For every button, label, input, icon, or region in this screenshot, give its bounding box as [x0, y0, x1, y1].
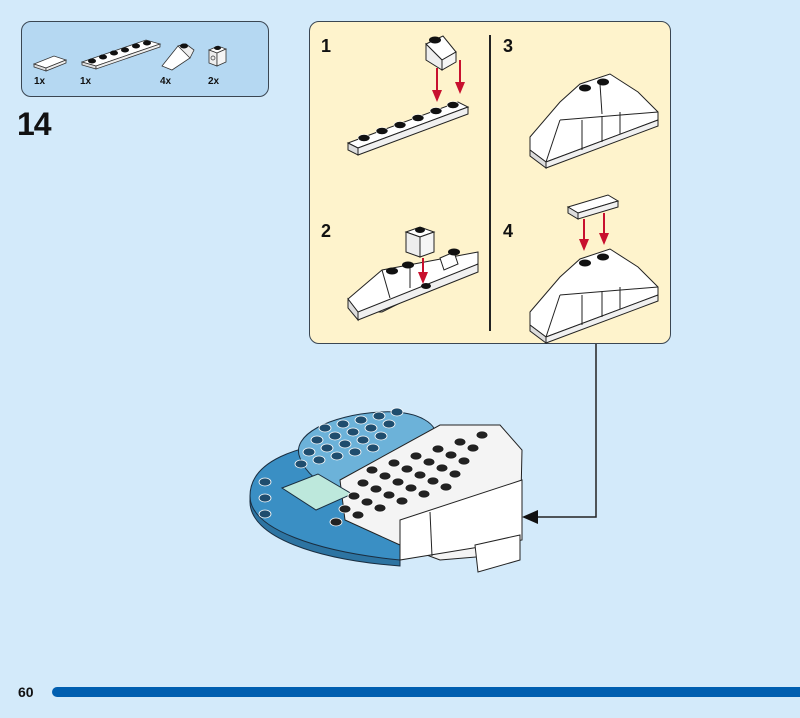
- stud: [395, 496, 409, 506]
- stud: [310, 435, 324, 445]
- substep-4-illustration: [529, 194, 659, 344]
- stud: [351, 510, 365, 520]
- page-progress-bar: [52, 687, 800, 697]
- stud: [417, 489, 431, 499]
- stud: [390, 407, 404, 417]
- part-qty-plate: 1x: [80, 76, 92, 87]
- stud: [354, 415, 368, 425]
- page-number: 60: [18, 684, 34, 700]
- substep-2-illustration: [347, 226, 479, 322]
- stud: [373, 503, 387, 513]
- stud: [400, 464, 414, 474]
- callout-divider: [489, 35, 491, 331]
- stud: [444, 450, 458, 460]
- stud: [475, 430, 489, 440]
- stud: [378, 471, 392, 481]
- stud: [387, 458, 401, 468]
- stud: [294, 459, 308, 469]
- stud: [439, 482, 453, 492]
- stud: [435, 463, 449, 473]
- part-qty-tile: 1x: [34, 76, 46, 87]
- stud: [348, 447, 362, 457]
- stud: [318, 423, 332, 433]
- stud: [453, 437, 467, 447]
- white-brick-1x1-icon: [207, 45, 228, 67]
- stud: [320, 443, 334, 453]
- stud: [356, 435, 370, 445]
- stud: [404, 483, 418, 493]
- stud: [366, 443, 380, 453]
- stud: [409, 451, 423, 461]
- stud: [258, 493, 272, 503]
- white-tile-icon: [32, 55, 68, 72]
- stud: [382, 490, 396, 500]
- stud: [328, 431, 342, 441]
- substep-3-illustration: [529, 73, 659, 169]
- model-studs: [258, 407, 489, 527]
- substep-1-illustration: [346, 35, 470, 156]
- stud: [457, 456, 471, 466]
- stud: [330, 451, 344, 461]
- white-plate-1x6-icon: [80, 39, 162, 70]
- part-qty-slope: 4x: [160, 76, 172, 87]
- substep-number-3: 3: [503, 36, 514, 56]
- stud: [374, 431, 388, 441]
- stud: [426, 476, 440, 486]
- stud: [329, 517, 343, 527]
- stud: [466, 443, 480, 453]
- stud: [346, 427, 360, 437]
- white-slope-icon: [161, 43, 195, 71]
- substep-number-4: 4: [503, 221, 514, 241]
- stud: [360, 497, 374, 507]
- stud: [302, 447, 316, 457]
- stud: [422, 457, 436, 467]
- stud: [258, 509, 272, 519]
- stud: [391, 477, 405, 487]
- stud: [338, 504, 352, 514]
- stud: [369, 484, 383, 494]
- stud: [338, 439, 352, 449]
- stud: [347, 491, 361, 501]
- stud: [312, 455, 326, 465]
- substep-number-1: 1: [321, 36, 332, 56]
- stud: [364, 423, 378, 433]
- stud: [413, 470, 427, 480]
- parts-list-box: 1x 1x 4x 2x: [21, 21, 269, 97]
- stud: [336, 419, 350, 429]
- stud: [431, 444, 445, 454]
- stud: [448, 469, 462, 479]
- stud: [372, 411, 386, 421]
- stud: [258, 477, 272, 487]
- stud: [382, 419, 396, 429]
- step-number: 14: [17, 106, 52, 142]
- substep-number-2: 2: [321, 221, 332, 241]
- part-qty-brick: 2x: [208, 76, 220, 87]
- stud: [356, 478, 370, 488]
- stud: [365, 465, 379, 475]
